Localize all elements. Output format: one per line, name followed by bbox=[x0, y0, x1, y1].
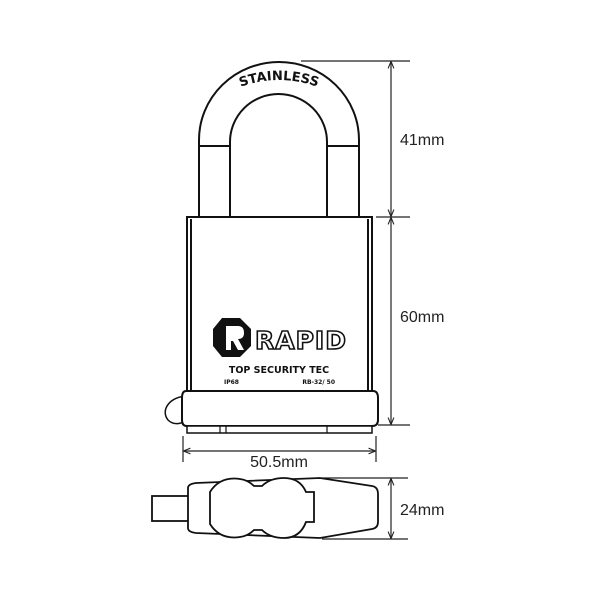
top-view bbox=[151, 477, 379, 539]
model-label: RB-32/ 50 bbox=[302, 379, 335, 386]
body-height-label: 60mm bbox=[400, 309, 444, 326]
lock-body bbox=[181, 216, 379, 434]
dimension-lines bbox=[182, 60, 410, 540]
shackle-engraving: STAINLESS bbox=[237, 69, 320, 91]
shackle bbox=[198, 61, 360, 218]
rapid-logo: RAPID bbox=[213, 318, 347, 357]
shackle-height-label: 41mm bbox=[400, 132, 444, 149]
body-depth-label: 24mm bbox=[400, 502, 444, 519]
logo-text: RAPID bbox=[255, 326, 347, 355]
tagline: TOP SECURITY TEC bbox=[229, 365, 329, 376]
body-width-label: 50.5mm bbox=[250, 454, 308, 471]
rating-label: IP68 bbox=[224, 379, 239, 386]
